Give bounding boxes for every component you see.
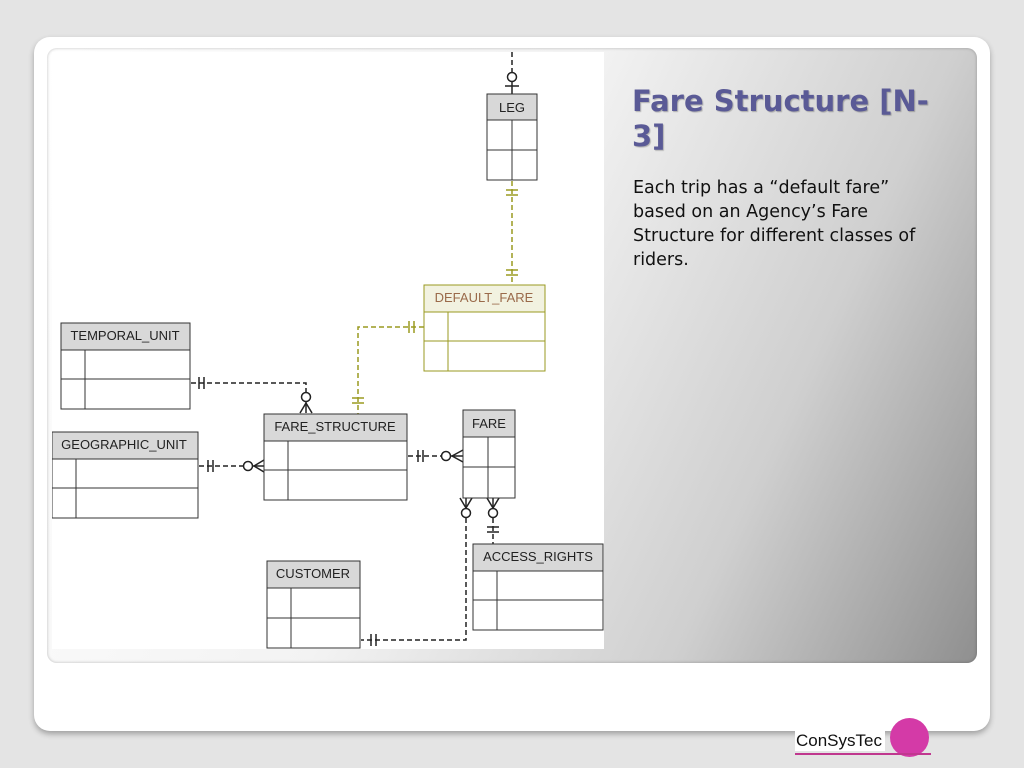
entity-fare-structure: FARE_STRUCTURE [263, 413, 408, 501]
entity-access-rights-name: ACCESS_RIGHTS [483, 549, 593, 564]
consystec-logo: ConSysTec [793, 718, 935, 760]
relationship-leg-default-fare [506, 181, 518, 285]
logo-underline [795, 753, 931, 755]
relationship-leg-top [505, 52, 519, 94]
entity-geographic-unit-name: GEOGRAPHIC_UNIT [61, 437, 187, 452]
entity-temporal-unit: TEMPORAL_UNIT [60, 322, 191, 410]
slide-body-text: Each trip has a “default fare” based on … [633, 178, 916, 270]
entity-fare: FARE [462, 409, 516, 499]
relationship-fare-customer [361, 497, 473, 646]
relationship-fare-access-rights [486, 497, 500, 544]
entity-temporal-unit-name: TEMPORAL_UNIT [70, 328, 179, 343]
entity-leg: LEG [486, 93, 538, 181]
entity-leg-name: LEG [499, 100, 525, 115]
slide-title: Fare Structure [N-3] [632, 84, 929, 153]
entity-default-fare-name: DEFAULT_FARE [435, 290, 534, 305]
entity-default-fare: DEFAULT_FARE [423, 284, 546, 372]
entity-fare-structure-name: FARE_STRUCTURE [274, 419, 396, 434]
relationship-default-fare-fare-structure [352, 321, 424, 414]
entity-fare-name: FARE [472, 416, 506, 431]
entity-customer: CUSTOMER [266, 560, 361, 649]
entity-geographic-unit: GEOGRAPHIC_UNIT [52, 431, 199, 519]
entity-customer-name: CUSTOMER [276, 566, 350, 581]
relationship-temporal-unit-fare-structure [191, 377, 313, 414]
er-diagram: LEG DEFAULT_FARE TEMPORAL_UNIT FARE_STRU… [52, 52, 604, 649]
logo-text: ConSysTec [795, 731, 885, 751]
relationship-fare-structure-fare [408, 449, 464, 463]
entity-access-rights: ACCESS_RIGHTS [472, 543, 604, 631]
relationship-geographic-unit-fare-structure [199, 459, 265, 473]
logo-circle-icon [890, 718, 929, 757]
